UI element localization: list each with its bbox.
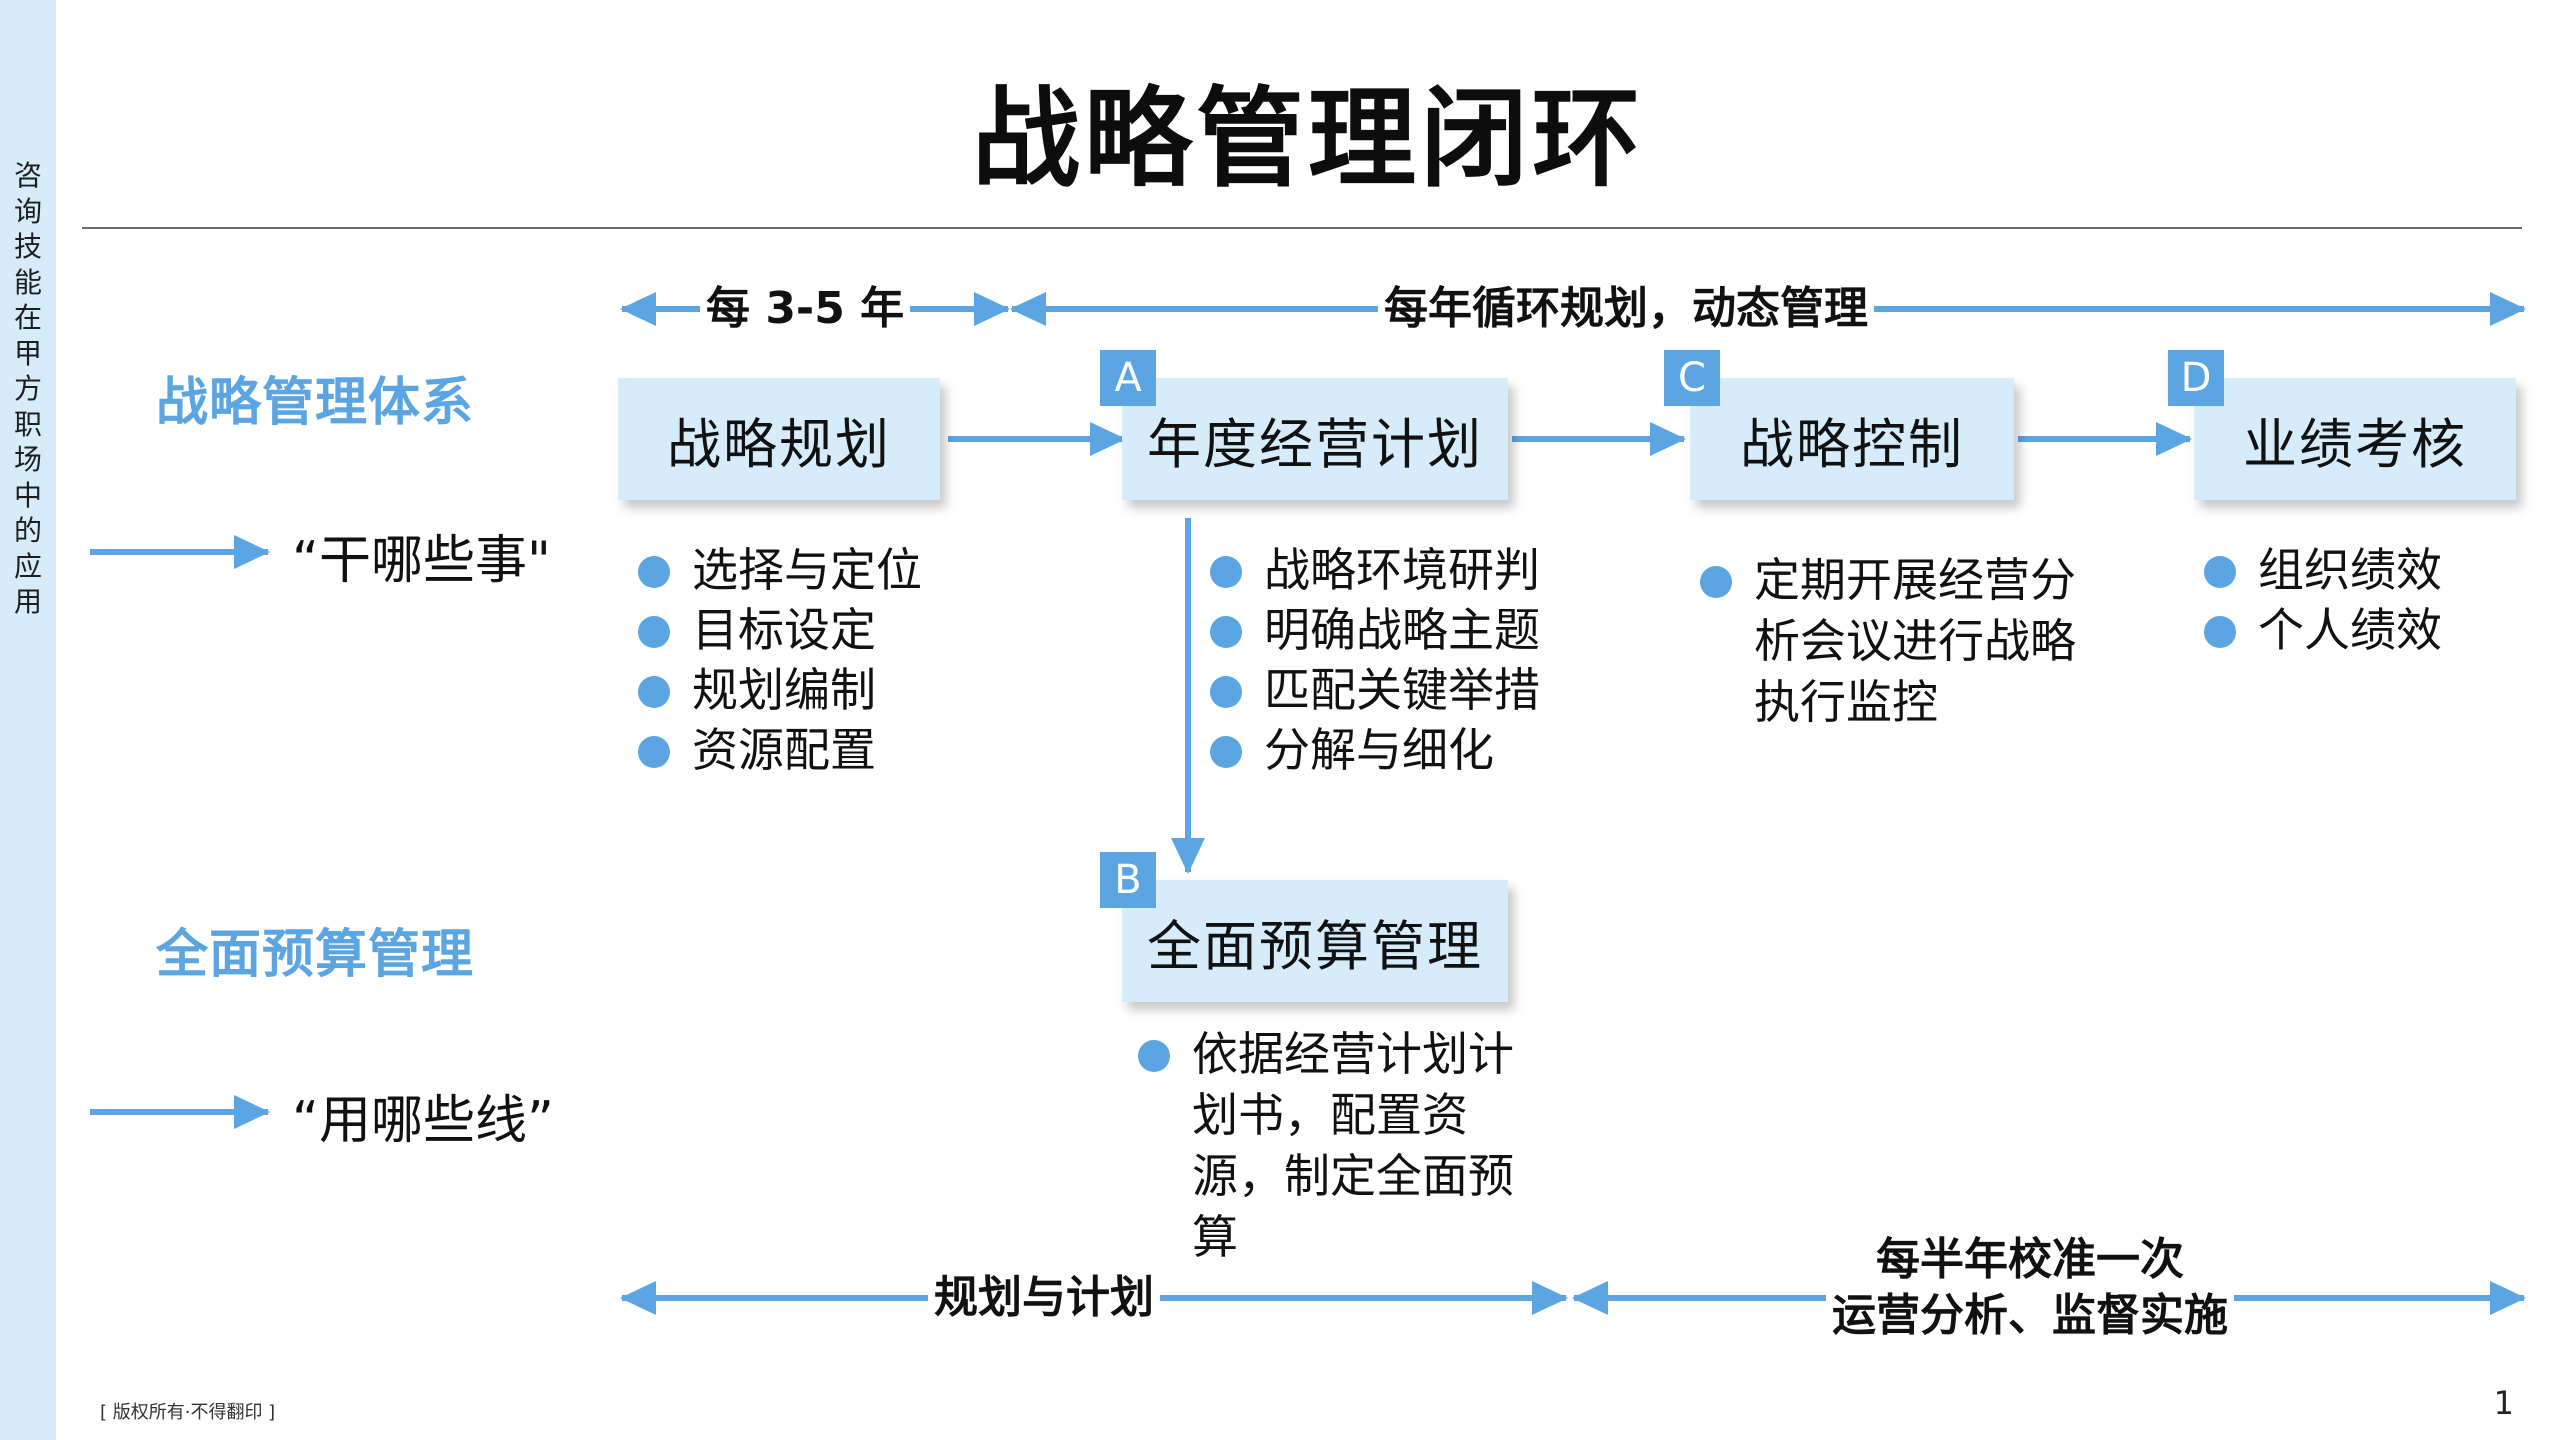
- text-line: 执行监控: [1754, 675, 1938, 729]
- badge-a: A: [1100, 350, 1156, 406]
- box-performance-label: 业绩考核: [2243, 412, 2467, 476]
- box-performance: 业绩考核: [2194, 378, 2516, 500]
- badge-d: D: [2168, 350, 2224, 406]
- label-every-3-5-years: 每 3-5 年: [700, 281, 911, 337]
- quote-which-lines: “用哪些线”: [292, 1091, 554, 1151]
- label-planning-period: 规划与计划: [928, 1270, 1160, 1326]
- badge-c: C: [1664, 350, 1720, 406]
- copyright-note: [ 版权所有·不得翻印 ]: [100, 1402, 276, 1423]
- bullet-dot: [1700, 566, 1732, 598]
- bullet-dot: [1138, 1040, 1170, 1072]
- quote-what-to-do: “干哪些事": [292, 531, 551, 591]
- label-half-year: 每半年校准一次 运营分析、监督实施: [1780, 1232, 2280, 1344]
- list-strategic-planning: 选择与定位 目标设定 规划编制 资源配置: [638, 540, 922, 780]
- label-half-year-line2: 运营分析、监督实施: [1826, 1288, 2234, 1344]
- box-strategic-control: 战略控制: [1690, 378, 2014, 500]
- list-item: 个人绩效: [2204, 600, 2442, 660]
- list-performance: 组织绩效 个人绩效: [2204, 540, 2442, 660]
- page-title: 战略管理闭环: [971, 77, 1644, 202]
- sidebar: 咨询技能在甲方职场中的应用: [0, 0, 56, 1440]
- text-line: 依据经营计划计: [1192, 1027, 1514, 1081]
- box-strategic-control-label: 战略控制: [1740, 412, 1964, 476]
- list-item: 战略环境研判: [1210, 540, 1540, 600]
- list-item: 分解与细化: [1210, 720, 1540, 780]
- badge-b: B: [1100, 852, 1156, 908]
- label-half-year-line1: 每半年校准一次: [1870, 1232, 2190, 1288]
- text-line: 定期开展经营分: [1754, 553, 2076, 607]
- list-item: 组织绩效: [2204, 540, 2442, 600]
- text-budget: 依据经营计划计 划书，配置资 源，制定全面预 算: [1138, 1024, 1514, 1268]
- label-annual-cycle: 每年循环规划，动态管理: [1378, 281, 1874, 337]
- text-line: 源，制定全面预: [1192, 1149, 1514, 1203]
- box-budget-label: 全面预算管理: [1147, 914, 1483, 978]
- text-line: 算: [1192, 1210, 1238, 1264]
- text-line: 划书，配置资: [1192, 1088, 1468, 1142]
- box-annual-plan: 年度经营计划: [1122, 378, 1508, 500]
- list-item: 资源配置: [638, 720, 922, 780]
- page-number: 1: [2493, 1384, 2514, 1422]
- list-item: 规划编制: [638, 660, 922, 720]
- box-budget: 全面预算管理: [1122, 880, 1508, 1002]
- section-strategy-system: 战略管理体系: [156, 373, 475, 433]
- box-strategic-planning: 战略规划: [618, 378, 940, 500]
- sidebar-title: 咨询技能在甲方职场中的应用: [13, 159, 42, 618]
- list-item: 明确战略主题: [1210, 600, 1540, 660]
- list-item: 目标设定: [638, 600, 922, 660]
- section-budget-system: 全面预算管理: [156, 925, 475, 985]
- text-strategic-control: 定期开展经营分 析会议进行战略 执行监控: [1700, 550, 2076, 733]
- list-item: 匹配关键举措: [1210, 660, 1540, 720]
- box-annual-plan-label: 年度经营计划: [1147, 412, 1483, 476]
- text-line: 析会议进行战略: [1754, 614, 2076, 668]
- list-annual-plan: 战略环境研判 明确战略主题 匹配关键举措 分解与细化: [1210, 540, 1540, 780]
- title-divider: [82, 227, 2522, 229]
- box-strategic-planning-label: 战略规划: [667, 412, 891, 476]
- list-item: 选择与定位: [638, 540, 922, 600]
